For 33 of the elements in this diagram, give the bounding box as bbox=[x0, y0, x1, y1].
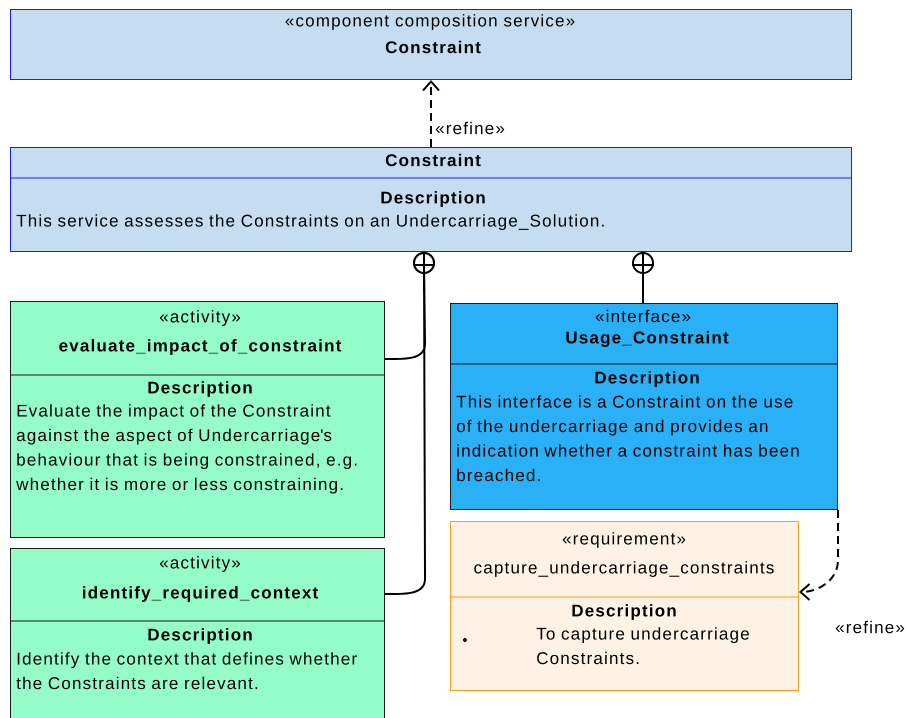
element-name: Usage_Constraint bbox=[566, 331, 728, 347]
element-name: identify_required_context bbox=[83, 586, 318, 602]
description-text: This interface is a Constraint on the use of the undercarriage and provides an indication whether a constraint has been breached. bbox=[456, 395, 799, 482]
description-text: Evaluate the impact of the Constraint against the aspect of Undercarriage's behaviour that is being constrained, e.g. whether it is more or less constraining. bbox=[16, 404, 356, 494]
class-box bbox=[450, 521, 799, 691]
description-text: To capture undercarriage Constraints. bbox=[536, 627, 749, 664]
class-name: Constraint bbox=[386, 154, 481, 166]
class-name: Constraint bbox=[386, 40, 481, 54]
element-name: evaluate_impact_of_constraint bbox=[59, 339, 342, 355]
element-name: capture_undercarriage_constraints bbox=[474, 561, 774, 577]
refine-arrow bbox=[799, 510, 839, 601]
stereotype-label: «activity» bbox=[160, 310, 240, 326]
section-heading: Description bbox=[148, 628, 252, 644]
section-heading: Description bbox=[595, 371, 699, 387]
section-heading: Description bbox=[148, 381, 252, 397]
containment-connector bbox=[631, 252, 655, 303]
refine-arrow bbox=[422, 80, 440, 147]
stereotype-label: «requirement» bbox=[562, 532, 686, 548]
edge-label: «refine» bbox=[834, 620, 906, 634]
section-heading: Description bbox=[381, 191, 485, 207]
stereotype-label: «activity» bbox=[160, 556, 240, 572]
description-text: This service assesses the Constraints on an Undercarriage_Solution. bbox=[16, 214, 604, 230]
stereotype-label: «component composition service» bbox=[286, 14, 574, 30]
class-box bbox=[10, 147, 852, 252]
class-box bbox=[10, 548, 385, 718]
containment-connector bbox=[385, 252, 436, 596]
class-box bbox=[450, 303, 838, 510]
stereotype-label: «interface» bbox=[596, 310, 690, 322]
edge-label: «refine» bbox=[434, 120, 506, 136]
class-box bbox=[10, 9, 852, 80]
description-text: Identify the context that defines whether the Constraints are relevant. bbox=[16, 652, 357, 690]
section-heading: Description bbox=[572, 604, 676, 620]
class-box bbox=[10, 301, 385, 538]
